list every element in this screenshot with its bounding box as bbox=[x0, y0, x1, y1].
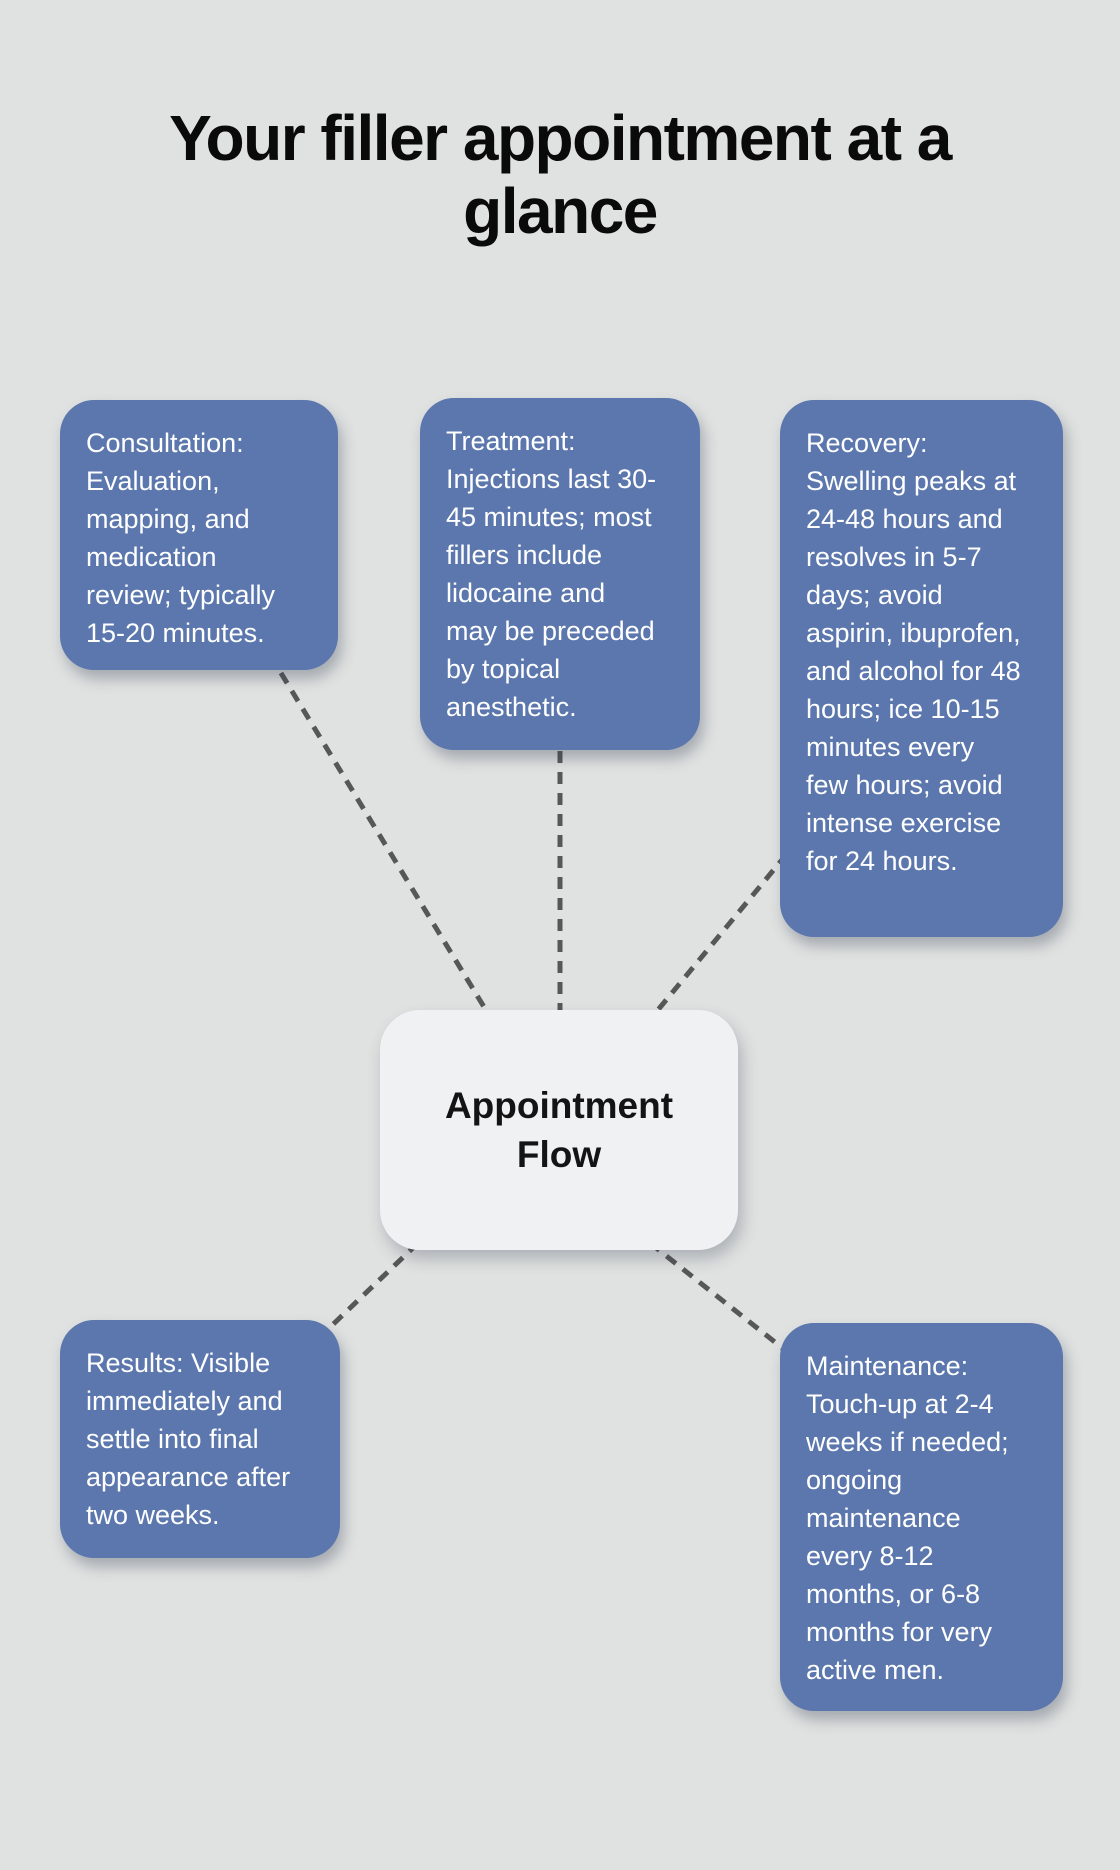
page-title-line-1: Your filler appointment at a bbox=[169, 102, 952, 174]
page-title: Your filler appointment at a glance bbox=[0, 102, 1120, 248]
connector-consultation-center bbox=[267, 653, 498, 1027]
node-maintenance-text: Maintenance: Touch-up at 2-4 weeks if ne… bbox=[806, 1351, 1009, 1685]
connector-center-results bbox=[323, 1241, 420, 1334]
node-treatment-text: Treatment: Injections last 30-45 minutes… bbox=[446, 426, 657, 722]
node-consultation-text: Consultation: Evaluation, mapping, and m… bbox=[86, 428, 276, 648]
node-recovery: Recovery: Swelling peaks at 24-48 hours … bbox=[780, 400, 1063, 937]
node-results: Results: Visible immediately and settle … bbox=[60, 1320, 340, 1558]
connector-recovery-center bbox=[646, 836, 802, 1024]
node-treatment: Treatment: Injections last 30-45 minutes… bbox=[420, 398, 700, 750]
page-title-line-2: glance bbox=[463, 175, 658, 247]
center-node-label: Appointment Flow bbox=[444, 1085, 674, 1175]
node-consultation: Consultation: Evaluation, mapping, and m… bbox=[60, 400, 338, 670]
center-node: Appointment Flow bbox=[380, 1010, 738, 1250]
connector-center-maintenance bbox=[648, 1241, 797, 1360]
node-recovery-text: Recovery: Swelling peaks at 24-48 hours … bbox=[806, 428, 1021, 876]
node-results-text: Results: Visible immediately and settle … bbox=[86, 1348, 291, 1530]
node-maintenance: Maintenance: Touch-up at 2-4 weeks if ne… bbox=[780, 1323, 1063, 1711]
